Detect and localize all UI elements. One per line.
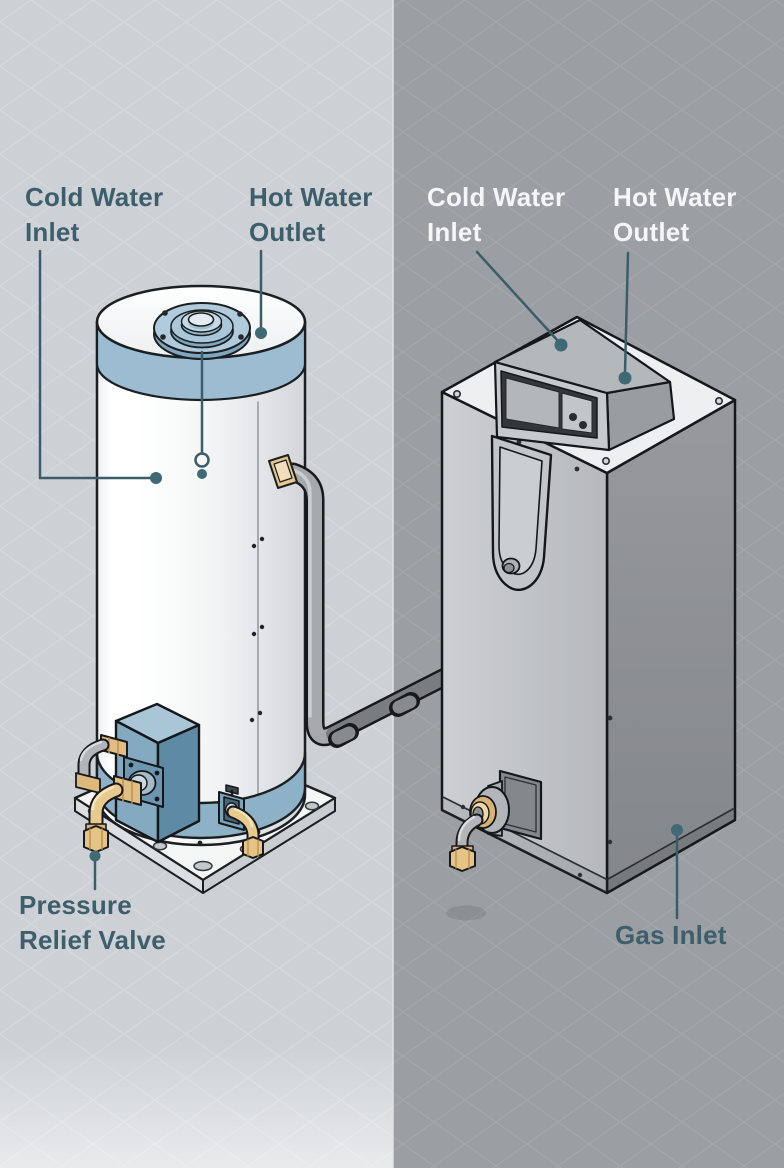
hot-water-outlet-pipe	[283, 462, 457, 748]
leader-tankless-hot-water-outlet	[623, 251, 630, 374]
flange-bolt	[160, 334, 166, 340]
drain-valve	[218, 784, 264, 859]
burner-control-box	[114, 702, 201, 844]
module-display-window	[505, 377, 560, 429]
gas-inlet-fitting	[449, 769, 543, 872]
tankless-water-heater-illustration	[440, 315, 737, 921]
leader-dot	[618, 371, 632, 385]
bottom-glow	[0, 1040, 393, 1168]
pressure-relief-valve-assembly	[75, 734, 142, 853]
module-button	[569, 413, 577, 421]
flange-bolt	[238, 334, 244, 340]
leader-dot	[197, 469, 207, 479]
ground-shadow	[446, 905, 486, 921]
flange-bolt	[162, 310, 168, 316]
tank-rivets	[249, 536, 265, 723]
leader-tankless-cold-water-inlet	[475, 250, 560, 343]
prv-hex-nut	[83, 825, 109, 853]
leader-dot	[89, 850, 101, 862]
cabinet-bottom-lip	[607, 807, 735, 893]
leader-dot	[150, 472, 162, 484]
module-button	[579, 421, 587, 429]
leader-ring	[194, 452, 210, 468]
plate-bolt-hole	[304, 801, 320, 811]
leader-dot	[554, 338, 568, 352]
flange-bolt	[237, 311, 243, 317]
plate-bolt-hole	[152, 841, 168, 851]
drain-hex-nut	[242, 836, 264, 859]
front-panel-recess	[490, 434, 553, 592]
leader-tank-cold-water-inlet	[38, 249, 152, 480]
leader-dot	[255, 327, 267, 339]
gas-hex-nut	[449, 846, 476, 872]
plate-slot-hole	[193, 860, 213, 872]
leader-lines	[38, 249, 683, 920]
hot-water-outlet-fitting	[268, 454, 298, 489]
leader-dot	[671, 824, 683, 836]
tank-top-flange	[153, 302, 251, 360]
